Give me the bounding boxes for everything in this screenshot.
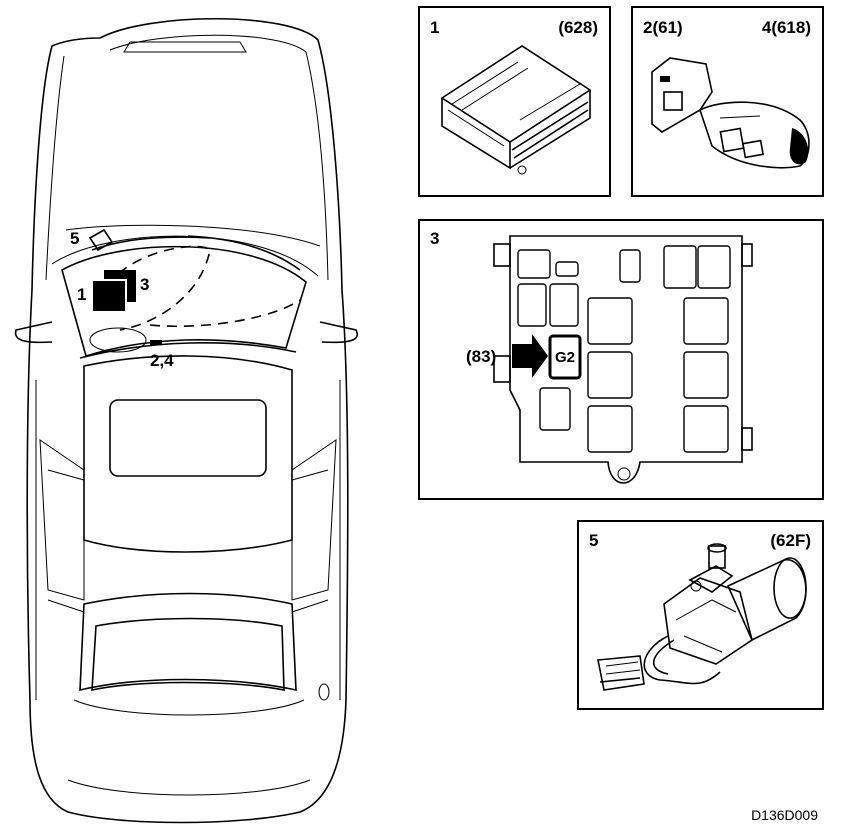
switch-stalk-illustration: [651, 57, 810, 169]
panel-2-number: 2(61): [643, 18, 683, 37]
wiper-motor-illustration: [597, 543, 807, 691]
callout-2-4: 2,4: [150, 351, 174, 370]
panel-3: [418, 219, 824, 500]
callout-1: 1: [77, 285, 86, 304]
car-top-view: [14, 17, 358, 824]
panel-3-number: 3: [430, 229, 439, 248]
panel-5: [577, 520, 824, 710]
panel-1-number: 1: [430, 18, 439, 37]
panel-5-number: 5: [589, 531, 598, 550]
pointer-code: (83): [466, 347, 496, 366]
panel-1: [418, 6, 611, 197]
panel-5-code: (62F): [770, 531, 811, 550]
panel-2-4: [631, 6, 824, 197]
fuse-label-g2: G2: [555, 349, 575, 366]
panel-1-code: (628): [558, 18, 598, 37]
callout-5: 5: [70, 229, 79, 248]
control-unit-illustration: [440, 45, 592, 175]
panel-4-number: 4(618): [762, 18, 811, 37]
figure-id: D136D009: [751, 807, 818, 823]
callout-3: 3: [140, 275, 149, 294]
fuse-box-illustration: [493, 235, 753, 484]
